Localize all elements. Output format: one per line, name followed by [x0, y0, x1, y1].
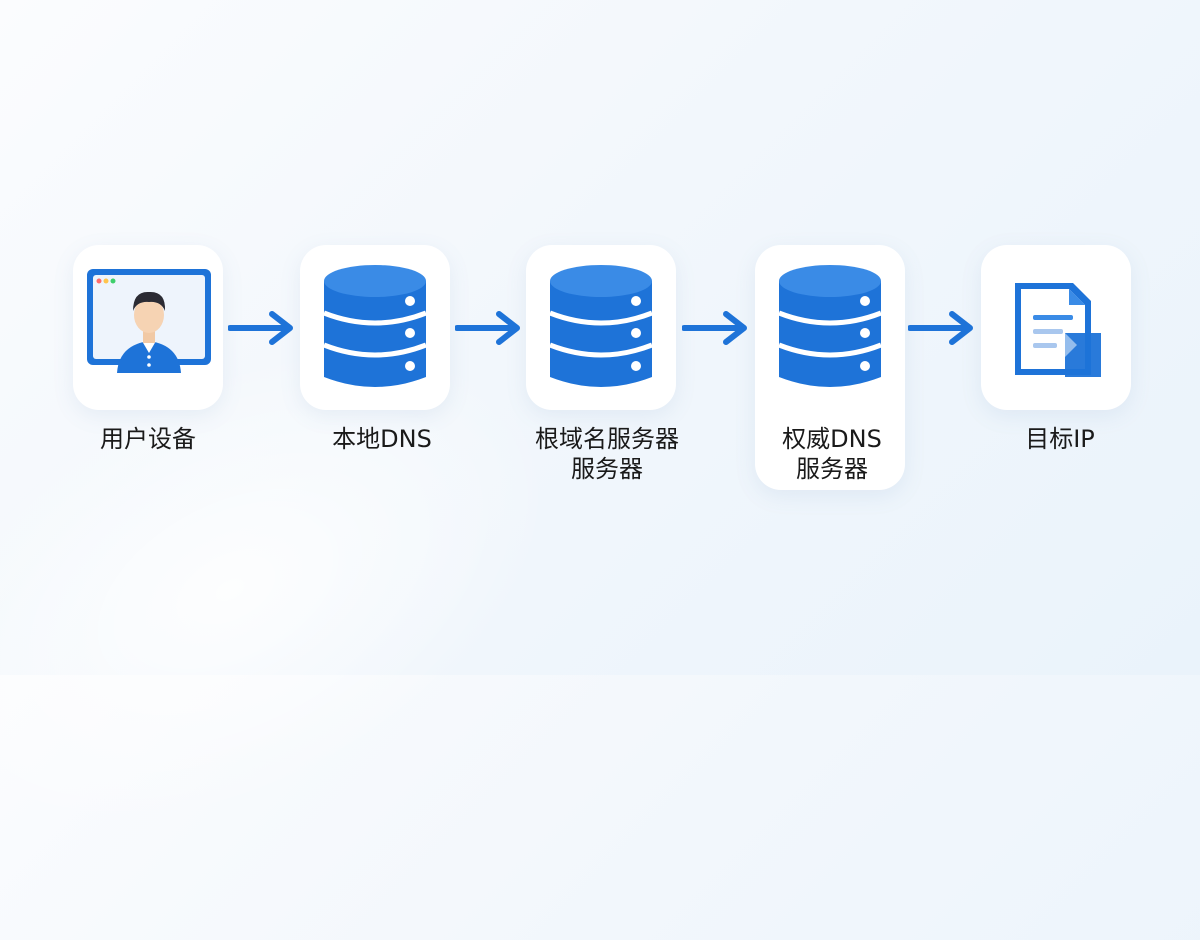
node-label-line: 服务器 — [571, 455, 643, 483]
arrow-right-icon — [682, 311, 747, 345]
user-device-label: 用户设备 — [48, 424, 248, 454]
node-label: 用户设备 — [100, 425, 196, 453]
user-computer-icon — [87, 269, 211, 373]
node-label-line: 服务器 — [796, 455, 868, 483]
database-server-icon — [549, 265, 653, 387]
arrow-right-icon — [228, 311, 293, 345]
authoritative-dns-card — [755, 245, 905, 490]
node-label: 目标IP — [1025, 425, 1095, 453]
local-dns-label: 本地DNS — [282, 424, 482, 454]
node-label: 本地DNS — [332, 425, 432, 453]
document-icon — [1015, 283, 1101, 377]
node-label-line: 权威DNS — [782, 425, 882, 453]
arrow-right-icon — [455, 311, 520, 345]
authoritative-dns-label: 权威DNS 服务器 — [732, 424, 932, 484]
database-server-icon — [323, 265, 427, 387]
root-server-label: 根域名服务器 服务器 — [507, 424, 707, 484]
arrow-right-icon — [908, 311, 973, 345]
node-label-line: 根域名服务器 — [535, 425, 679, 453]
root-server-card — [526, 245, 676, 410]
target-ip-label: 目标IP — [960, 424, 1160, 454]
database-server-icon — [778, 265, 882, 387]
local-dns-card — [300, 245, 450, 410]
target-ip-card — [981, 245, 1131, 410]
user-device-card — [73, 245, 223, 410]
